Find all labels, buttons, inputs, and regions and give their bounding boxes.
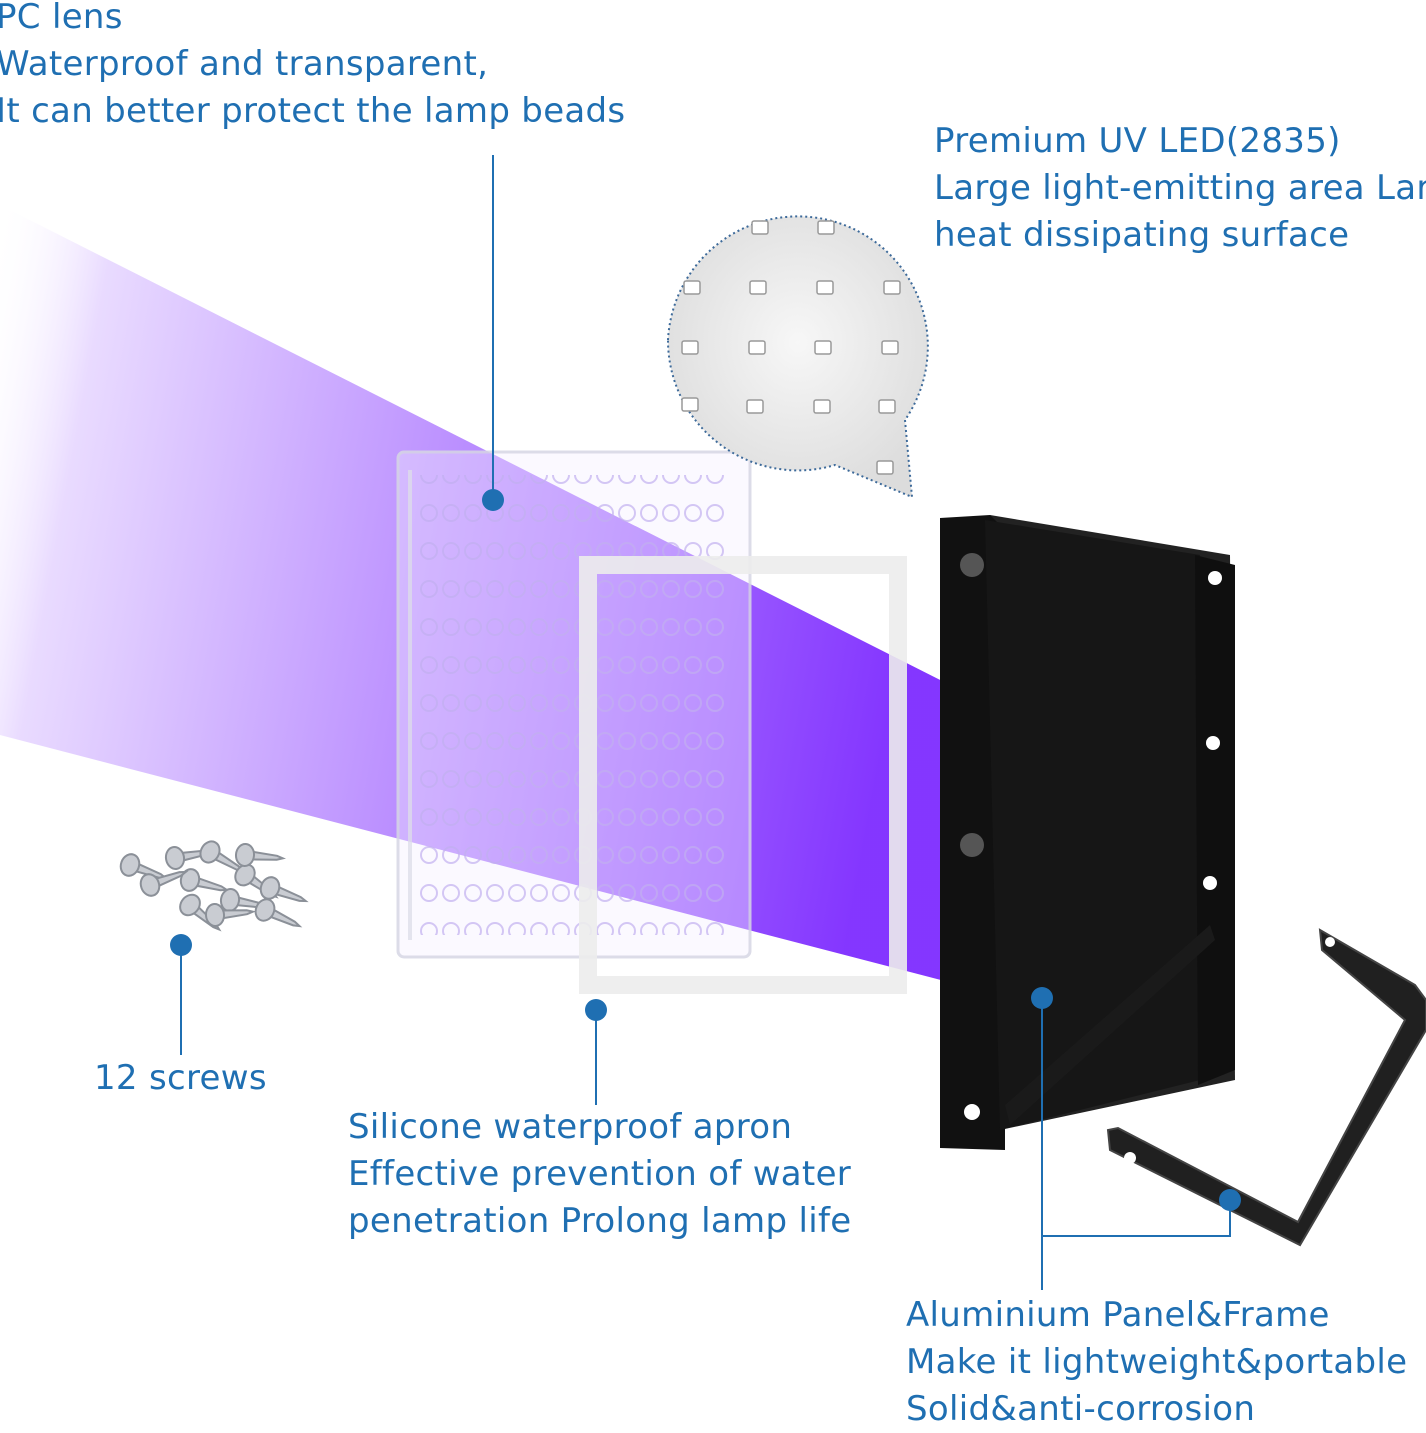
- apron-callout: Silicone waterproof apron Effective prev…: [348, 1104, 851, 1245]
- aluminium-panel: [940, 515, 1235, 1150]
- screw-pile: [119, 840, 309, 932]
- screw-icon: [234, 843, 287, 867]
- led-chip-icon: [749, 280, 767, 295]
- screw-icon: [259, 876, 309, 903]
- callout-line: Aluminium Panel&Frame: [906, 1295, 1330, 1335]
- callout-dot-icon: [585, 999, 607, 1021]
- led-chip-icon: [683, 280, 701, 295]
- callout-dot-icon: [482, 489, 504, 511]
- led-chip-icon: [883, 280, 901, 295]
- led-chip-icon: [876, 460, 894, 475]
- callout-line: penetration Prolong lamp life: [348, 1201, 852, 1241]
- callout-line: 12 screws: [94, 1058, 267, 1098]
- uv-led-callout: Premium UV LED(2835) Large light-emittin…: [934, 118, 1426, 259]
- screw-icon: [179, 868, 230, 892]
- callout-dot-icon: [1031, 987, 1053, 1009]
- screw-icon: [119, 853, 169, 880]
- led-chip-icon: [681, 340, 699, 355]
- callout-dot-icon: [170, 934, 192, 956]
- callout-line: Silicone waterproof apron: [348, 1107, 793, 1147]
- callout-line: heat dissipating surface: [934, 215, 1350, 255]
- led-chip-icon: [813, 399, 831, 414]
- led-chip-icon: [751, 220, 769, 235]
- led-chip-icon: [681, 397, 699, 412]
- led-chip-icon: [817, 220, 835, 235]
- led-zoom-bubble: [666, 215, 929, 499]
- led-chip-icon: [746, 399, 764, 414]
- screw-icon: [254, 898, 303, 928]
- led-chip-icon: [816, 280, 834, 295]
- callout-line: Effective prevention of water: [348, 1154, 852, 1194]
- screw-icon: [139, 870, 189, 897]
- led-chip-icon: [878, 399, 896, 414]
- leader-lines: [180, 155, 1231, 1290]
- screws-callout: 12 screws: [94, 1055, 267, 1102]
- led-chip-icon: [881, 340, 899, 355]
- led-chip-icon: [748, 340, 766, 355]
- callout-line: Solid&anti-corrosion: [906, 1389, 1256, 1429]
- screw-icon: [219, 888, 271, 912]
- pc-lens-callout: PC lens Waterproof and transparent, It c…: [0, 0, 625, 135]
- led-chip-icon: [814, 340, 832, 355]
- callout-line: It can better protect the lamp beads: [0, 91, 626, 131]
- callout-dot-icon: [1219, 1189, 1241, 1211]
- pc-lens: [396, 450, 752, 959]
- callout-line: Make it lightweight&portable: [906, 1342, 1408, 1382]
- callout-line: Waterproof and transparent,: [0, 44, 489, 84]
- screw-icon: [204, 903, 257, 927]
- mounting-bracket: [1106, 928, 1426, 1247]
- callout-line: PC lens: [0, 0, 123, 37]
- silicone-apron: [579, 556, 907, 994]
- panel-callout: Aluminium Panel&Frame Make it lightweigh…: [906, 1292, 1407, 1433]
- callout-line: Large light-emitting area Larg: [934, 168, 1426, 208]
- callout-line: Premium UV LED(2835): [934, 121, 1341, 161]
